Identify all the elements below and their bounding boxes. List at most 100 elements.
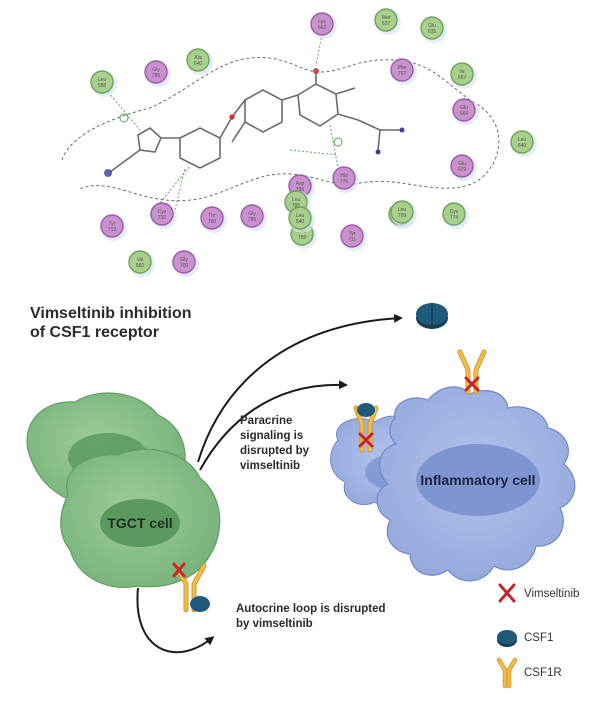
legend-label: CSF1 (524, 632, 553, 644)
residue-number: 710 (158, 215, 167, 221)
tgct-cell-label: TGCT cell (107, 515, 172, 531)
residue-name: Cys (450, 209, 459, 215)
methyl-atom (104, 169, 112, 177)
residue-number: 640 (194, 61, 203, 67)
legend-item-csf1: CSF1 (497, 630, 553, 647)
ether-oxygen-atom (229, 114, 235, 120)
residue-number: 774 (450, 215, 459, 221)
residue-number: 660 (136, 263, 145, 269)
csf1-icon (497, 630, 517, 647)
residue-name: Glu (458, 161, 466, 167)
oxygen-atom (313, 68, 319, 74)
residue-number: 700 (208, 219, 217, 225)
residue-name: Val (137, 257, 144, 263)
arrow-autocrine-loop (136, 587, 215, 654)
legend-item-vimseltinib: Vimseltinib (498, 583, 579, 603)
residue-number: 795 (152, 73, 161, 79)
residue-number: 635 (428, 29, 437, 35)
vimseltinib-structure (109, 72, 402, 173)
inflammatory-nucleus (416, 444, 540, 516)
residue-name: Met (382, 15, 391, 21)
legend: Vimseltinib CSF1 CSF1R (496, 583, 579, 689)
residue-number: 637 (382, 21, 391, 27)
residue-name: Leu (398, 207, 407, 213)
csf1r-inflammatory-top (457, 349, 487, 395)
residue-name: Phe (398, 65, 407, 71)
csf1r-icon (496, 657, 518, 689)
residue-number: 795 (248, 217, 257, 223)
inflammatory-cell-label: Inflammatory cell (420, 472, 535, 488)
paracrine-line: signaling is (240, 430, 303, 442)
residue-number: 776 (340, 179, 349, 185)
legend-label: CSF1R (524, 667, 562, 679)
autocrine-line: by vimseltinib (236, 618, 313, 630)
autocrine-annotation: Autocrine loop is disrupted by vimseltin… (236, 603, 386, 630)
signaling-arrows (136, 313, 403, 654)
carbon-atom (375, 149, 381, 155)
csf1r-tgct (172, 562, 210, 613)
carbon-atom (399, 127, 405, 133)
residue-name: Thr (208, 213, 216, 219)
arrow-to-free-csf1 (197, 313, 403, 463)
free-csf1 (416, 303, 448, 329)
pi-stacking-marker (119, 113, 129, 123)
residue-number: 796 (296, 187, 305, 193)
residue-name: Lys (318, 19, 326, 25)
paracrine-line: disrupted by (240, 445, 310, 457)
residue-name: Leu (296, 213, 305, 219)
residue-number: 785 (292, 203, 301, 209)
residue-number: 640 (296, 219, 305, 225)
paracrine-annotation: Paracrine signaling is disrupted by vims… (240, 415, 310, 472)
residue-name: Gly (180, 257, 188, 263)
residue-name: Glu (428, 23, 436, 29)
residue-number: 640 (518, 143, 527, 149)
paracrine-line: vimseltinib (240, 460, 300, 472)
pi-stacking-marker (333, 137, 343, 147)
autocrine-line: Autocrine loop is disrupted (236, 603, 386, 615)
residue-number: 713 (108, 227, 117, 233)
residue-number: 797 (398, 71, 407, 77)
residue-name: Glu (460, 105, 468, 111)
legend-label: Vimseltinib (524, 588, 579, 600)
residue-name: Tyr (109, 221, 116, 227)
csf1r-inflammatory-left (353, 403, 379, 453)
residue-name: Tyr (349, 231, 356, 237)
residue-number: 664 (460, 111, 469, 117)
residue-number: 679 (458, 167, 467, 173)
residue-name: Leu (518, 137, 527, 143)
residue-name: His (340, 173, 348, 179)
residue-number: 785 (298, 235, 307, 241)
paracrine-line: Paracrine (240, 415, 292, 427)
residue-number: 588 (98, 83, 107, 89)
binding-pocket-outline (61, 56, 500, 202)
residue-number: 700 (180, 263, 189, 269)
arrow-to-inflammatory-receptor (199, 380, 348, 471)
figure-title-line-1: Vimseltinib inhibition (30, 305, 191, 322)
residue-name: Ile (459, 69, 465, 75)
figure-title-line-2: of CSF1 receptor (30, 324, 159, 341)
legend-item-csf1r: CSF1R (496, 657, 562, 689)
residue-name: Ala (194, 55, 201, 61)
residue-number: 662 (318, 25, 327, 31)
